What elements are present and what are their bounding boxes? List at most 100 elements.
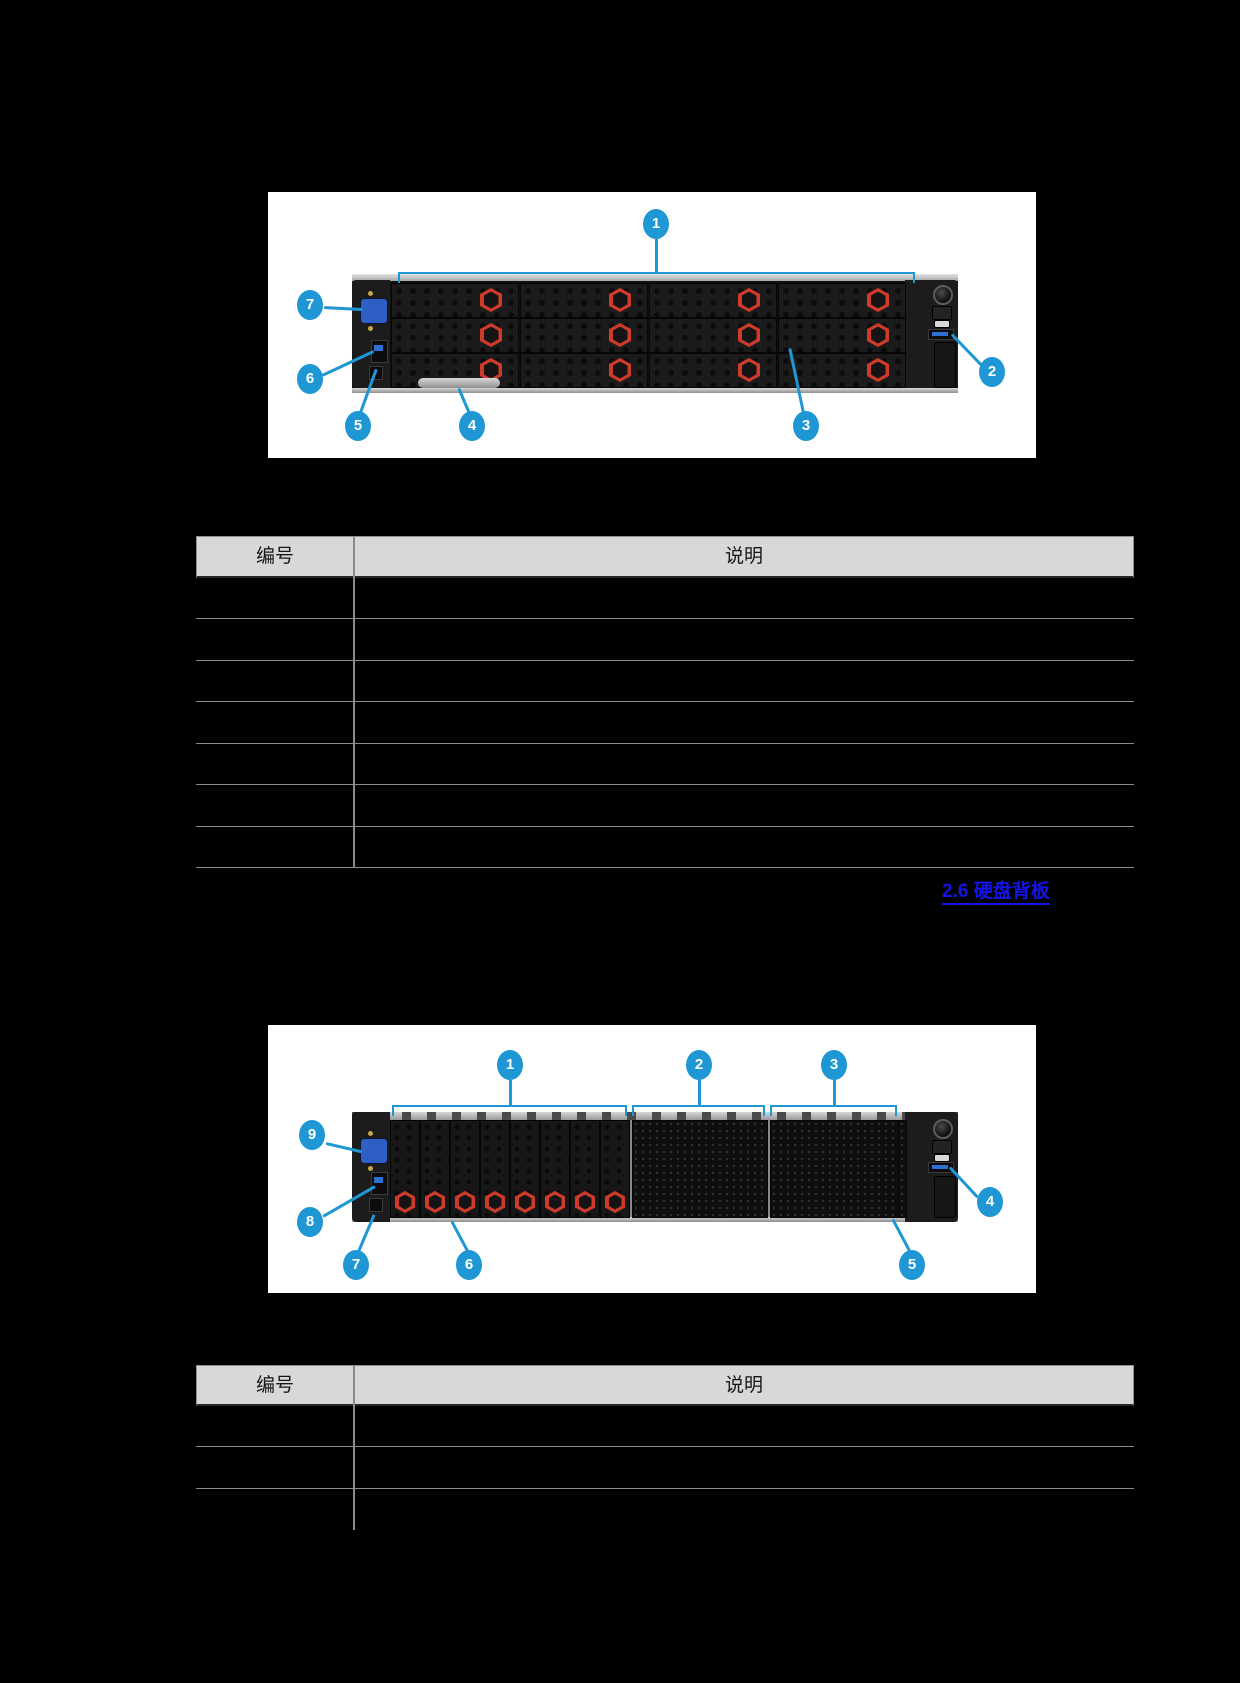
- drive-latch-hex-icon: [867, 288, 889, 312]
- callout-badge-9: 9: [299, 1120, 325, 1150]
- drive-latch-hex-icon: [738, 358, 760, 382]
- drive-bay: [520, 283, 648, 318]
- uid-button-icon: [934, 320, 950, 328]
- table-row: [196, 1489, 1134, 1529]
- usb-tongue: [932, 332, 948, 336]
- usb-tongue: [374, 345, 383, 351]
- callout-badge-3: 3: [821, 1050, 847, 1080]
- link-hdd-backplane[interactable]: 2.6 硬盘背板: [942, 876, 1050, 905]
- usb-tongue: [932, 1165, 948, 1169]
- drive-slot: [450, 1120, 480, 1218]
- figure2-image-card: 1 2 3 4 5 6 7 8 9: [268, 1025, 1036, 1293]
- drive-latch-hex-icon: [455, 1191, 475, 1213]
- drive-latch-hex-icon: [867, 323, 889, 347]
- drive-bay: [520, 318, 648, 353]
- side-grille: [898, 1120, 907, 1218]
- callout-badge-2: 2: [979, 357, 1005, 387]
- drive-bay: [778, 283, 906, 318]
- drive-latch-hex-icon: [480, 288, 502, 312]
- power-button-icon: [933, 1119, 953, 1139]
- mesh-panel-a: [632, 1120, 768, 1218]
- drive-latch-hex-icon: [575, 1191, 595, 1213]
- drive-slot: [480, 1120, 510, 1218]
- callout-badge-4: 4: [977, 1187, 1003, 1217]
- power-button-icon: [933, 285, 953, 305]
- drive-latch-hex-icon: [738, 323, 760, 347]
- drive-bay: [649, 318, 777, 353]
- drive-latch-hex-icon: [609, 323, 631, 347]
- callout1-stub: [655, 236, 658, 272]
- server1-bottom-rail: [352, 388, 958, 393]
- screw-icon: [368, 1131, 373, 1136]
- drive-bay: [649, 283, 777, 318]
- drive-latch-hex-icon: [515, 1191, 535, 1213]
- ear-latch: [934, 342, 956, 388]
- table2-body: [196, 1406, 1134, 1529]
- indicator-panel-icon: [932, 306, 952, 320]
- table-row: [196, 744, 1134, 786]
- panel-separator: [768, 1120, 770, 1217]
- callout2-bracket: [632, 1105, 765, 1116]
- drive-slot: [600, 1120, 630, 1218]
- screw-icon: [368, 326, 373, 331]
- drive-latch-hex-icon: [609, 288, 631, 312]
- usb-tongue: [374, 1177, 383, 1183]
- drive-bay: [391, 283, 519, 318]
- table1-body: [196, 578, 1134, 868]
- callout1-bracket: [398, 272, 915, 283]
- table-row: [196, 578, 1134, 620]
- callout-badge-7: 7: [297, 290, 323, 320]
- table2-header-number: 编号: [255, 1375, 294, 1396]
- drive-slot: [540, 1120, 570, 1218]
- table-row: [196, 619, 1134, 661]
- drive-latch-hex-icon: [867, 358, 889, 382]
- table2-header-row: [196, 1365, 1134, 1406]
- screw-icon: [368, 1166, 373, 1171]
- drive-latch-hex-icon: [480, 358, 502, 382]
- drive-bay: [778, 353, 906, 388]
- management-port-icon: [369, 1198, 383, 1212]
- table-row: [196, 661, 1134, 703]
- table-row: [196, 785, 1134, 827]
- server2-bottom-rail: [352, 1217, 958, 1222]
- drive-latch-hex-icon: [395, 1191, 415, 1213]
- table1-column-divider: [353, 536, 355, 868]
- drive-latch-hex-icon: [485, 1191, 505, 1213]
- ear-latch: [934, 1176, 956, 1218]
- table-row: [196, 1406, 1134, 1448]
- callout-badge-6: 6: [297, 364, 323, 394]
- callout-badge-7: 7: [343, 1250, 369, 1280]
- vga-port-icon: [360, 1138, 388, 1164]
- callout-badge-2: 2: [686, 1050, 712, 1080]
- callout6-leader: [450, 1220, 470, 1252]
- drive-latch-hex-icon: [605, 1191, 625, 1213]
- callout-badge-5: 5: [345, 411, 371, 441]
- usb3-port-icon: [928, 1162, 954, 1173]
- callout1-stub: [509, 1080, 512, 1105]
- drive-latch-hex-icon: [480, 323, 502, 347]
- screw-icon: [368, 291, 373, 296]
- drive-latch-hex-icon: [545, 1191, 565, 1213]
- indicator-panel-icon: [932, 1140, 952, 1154]
- callout1-bracket: [392, 1105, 627, 1116]
- table-row: [196, 1447, 1134, 1489]
- callout3-stub: [833, 1080, 836, 1105]
- callout-badge-1: 1: [643, 209, 669, 239]
- drive-slot: [420, 1120, 450, 1218]
- server2-top-edge: [352, 1112, 958, 1120]
- mesh-panel-b: [770, 1120, 900, 1218]
- table1-header-description: 说明: [724, 546, 763, 567]
- callout-badge-8: 8: [297, 1207, 323, 1237]
- drive-bay: [778, 318, 906, 353]
- figure1-image-card: 1 2 3 4 5 6 7: [268, 192, 1036, 458]
- table1-header-row: [196, 536, 1134, 578]
- drive-bay: [520, 353, 648, 388]
- drive-slot: [570, 1120, 600, 1218]
- callout5-leader: [891, 1218, 912, 1252]
- callout-badge-6: 6: [456, 1250, 482, 1280]
- callout-badge-5: 5: [899, 1250, 925, 1280]
- vga-port-icon: [360, 298, 388, 324]
- server1-top-edge: [352, 274, 958, 281]
- drive-latch-hex-icon: [425, 1191, 445, 1213]
